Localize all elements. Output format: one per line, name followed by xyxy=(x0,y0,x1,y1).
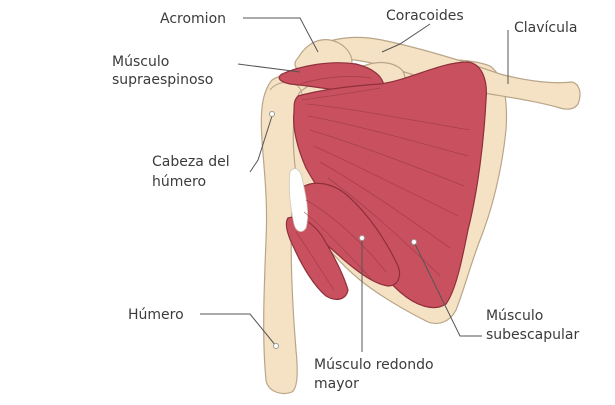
label-coracoides: Coracoides xyxy=(386,8,464,24)
leader-lines xyxy=(200,17,509,352)
marker-humero xyxy=(273,343,279,349)
label-supraespinoso-line2: supraespinoso xyxy=(112,72,213,88)
label-cabeza-line1: Cabeza del xyxy=(152,154,230,170)
label-subescapular-line1: Músculo xyxy=(486,308,543,324)
tendon xyxy=(288,168,309,232)
leader-subescapular xyxy=(413,241,482,337)
label-redondo-line2: mayor xyxy=(314,376,359,392)
marker-subescapular xyxy=(411,239,417,245)
leader-humero xyxy=(200,313,277,347)
label-cabeza-line2: húmero xyxy=(152,174,206,190)
leader-supraespinoso xyxy=(237,63,301,73)
muscles xyxy=(278,61,487,309)
label-humero: Húmero xyxy=(128,307,184,323)
label-acromion: Acromion xyxy=(160,11,226,27)
label-clavicula: Clavícula xyxy=(514,20,577,36)
leader-coracoides xyxy=(381,23,431,53)
marker-cabeza-humero xyxy=(269,111,275,117)
labels: Acromion Coracoides Clavícula Músculo su… xyxy=(112,8,579,392)
marker-redondo-mayor xyxy=(359,235,365,241)
muscle-fibers xyxy=(295,76,471,291)
lower-arm-muscle xyxy=(285,216,349,300)
leader-cabeza-humero xyxy=(249,115,273,173)
label-supraespinoso-line1: Músculo xyxy=(112,54,169,70)
label-redondo-line1: Músculo redondo xyxy=(314,357,434,373)
label-subescapular-line2: subescapular xyxy=(486,327,579,343)
leader-acromion xyxy=(243,17,319,53)
